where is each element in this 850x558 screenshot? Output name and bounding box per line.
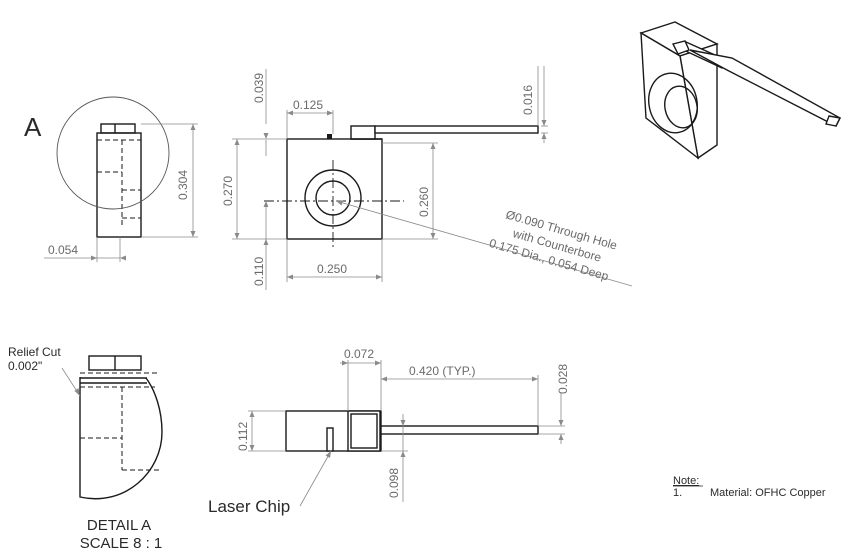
front-view-lead xyxy=(374,125,539,134)
relief-cut-value: 0.002" xyxy=(8,359,42,373)
isometric-view xyxy=(639,21,842,160)
dim-0-016: 0.016 xyxy=(521,85,535,115)
notes-block: Note: 1. Material: OFHC Copper xyxy=(673,475,826,499)
dim-0-110: 0.110 xyxy=(252,257,266,286)
laser-chip xyxy=(326,427,334,452)
side-view: A 0.054 0.304 xyxy=(24,96,198,262)
front-view: 0.039 0.125 0.016 0.270 0.260 xyxy=(221,66,633,290)
laser-chip-label: Laser Chip xyxy=(208,497,290,516)
dim-0-098: 0.098 xyxy=(387,468,401,498)
dim-0-420-typ: 0.420 (TYP.) xyxy=(409,364,475,378)
top-view-tab xyxy=(347,410,381,452)
detail-title: DETAIL A xyxy=(87,517,151,534)
detail-a-view: Relief Cut 0.002" DETAIL A SCALE 8 : 1 xyxy=(8,345,163,552)
detail-scale: SCALE 8 : 1 xyxy=(80,535,163,552)
dim-0-028: 0.028 xyxy=(556,364,570,394)
laser-chip-leader xyxy=(299,450,332,507)
view-letter-a: A xyxy=(24,112,42,142)
front-view-body xyxy=(286,138,383,240)
hole-callout-leader xyxy=(335,200,633,287)
hole-callout-note: Ø0.090 Through Hole with Counterbore 0.1… xyxy=(488,207,619,283)
dim-0-270: 0.270 xyxy=(221,176,235,206)
dim-0-039: 0.039 xyxy=(252,73,266,103)
dim-0-250: 0.250 xyxy=(317,262,347,276)
dim-0-112: 0.112 xyxy=(236,422,250,451)
relief-cut-label: Relief Cut xyxy=(8,345,61,359)
note-item-text: Material: OFHC Copper xyxy=(710,487,826,499)
dim-0-125: 0.125 xyxy=(293,98,323,112)
dim-0-304: 0.304 xyxy=(176,170,190,200)
dim-0-072: 0.072 xyxy=(344,347,374,361)
note-item-number: 1. xyxy=(673,487,682,499)
front-view-tab-base xyxy=(350,125,376,140)
top-view-lead xyxy=(380,425,539,435)
side-view-tab xyxy=(100,123,136,134)
detail-a-circle xyxy=(56,96,170,210)
dim-0-260: 0.260 xyxy=(417,187,431,217)
detail-boundary xyxy=(79,377,163,500)
dim-0-054: 0.054 xyxy=(48,243,78,257)
note-heading: Note: xyxy=(673,475,699,487)
top-view: 0.072 0.420 (TYP.) 0.028 0.112 0.098 Las… xyxy=(208,347,570,516)
side-view-body xyxy=(96,132,142,238)
